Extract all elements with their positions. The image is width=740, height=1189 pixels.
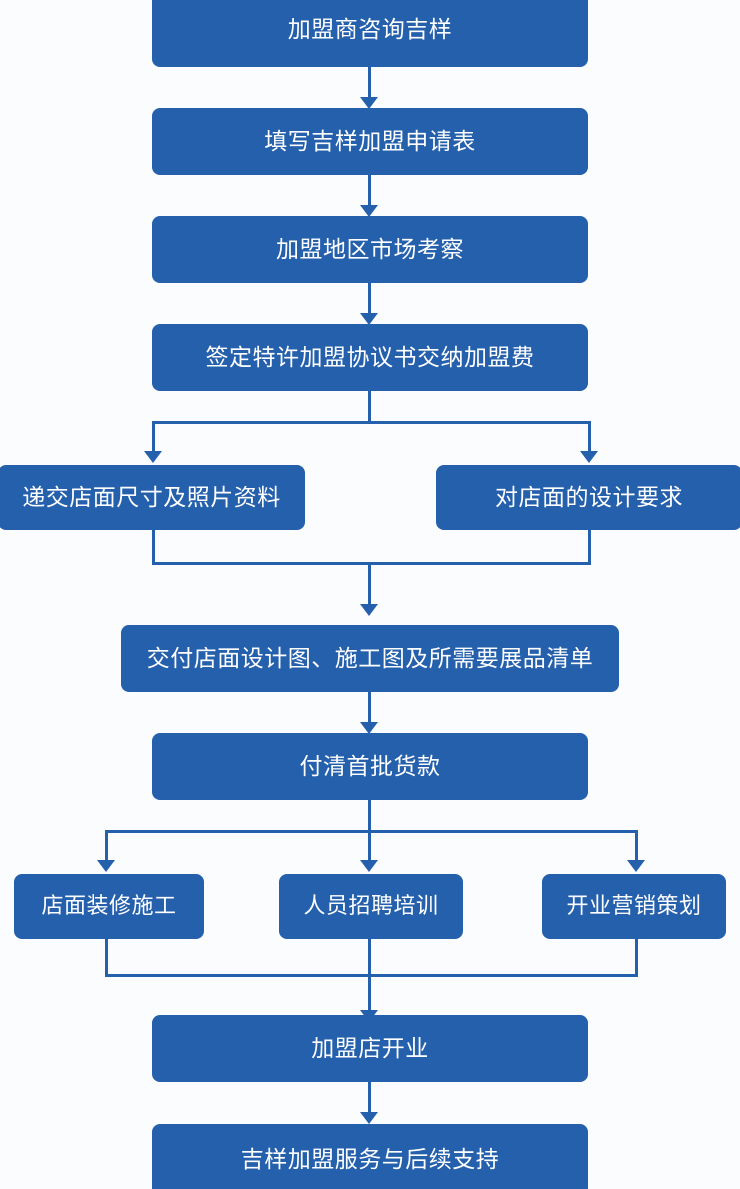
flow-node-label: 交付店面设计图、施工图及所需要展品清单 [146, 644, 594, 671]
connector-n8-to-n9 [105, 830, 108, 862]
connector-n11-merge [635, 939, 638, 977]
flow-node-n4[interactable]: 签定特许加盟协议书交纳加盟费 [152, 324, 588, 391]
arrowhead-n4-n5 [144, 451, 162, 463]
connector-n8-split-bus [105, 830, 638, 833]
connector-n4-split-stem [368, 391, 371, 424]
flow-node-n3[interactable]: 加盟地区市场考察 [152, 216, 588, 283]
connector-n10-merge [368, 939, 371, 977]
arrowhead-n2-n3 [360, 205, 378, 217]
arrowhead-n8-n11 [627, 860, 645, 872]
flow-node-n11[interactable]: 开业营销策划 [542, 874, 726, 939]
flow-node-label: 加盟店开业 [311, 1034, 429, 1061]
flow-node-label: 吉样加盟服务与后续支持 [240, 1146, 500, 1173]
arrowhead-n8-n9 [97, 860, 115, 872]
connector-n1-n2 [368, 67, 371, 99]
flow-node-n13[interactable]: 吉样加盟服务与后续支持 [152, 1124, 588, 1189]
arrowhead-n12-n13 [360, 1112, 378, 1124]
connector-n4-to-n6 [588, 421, 591, 453]
flow-node-label: 递交店面尺寸及照片资料 [22, 483, 281, 510]
connector-n8-split-stem [368, 800, 371, 833]
flow-node-label: 开业营销策划 [566, 893, 702, 919]
connector-n6-merge [588, 530, 591, 565]
flow-node-n7[interactable]: 交付店面设计图、施工图及所需要展品清单 [121, 625, 619, 692]
flow-node-label: 填写吉样加盟申请表 [264, 127, 476, 154]
connector-merge-bus-n7 [152, 562, 591, 565]
flow-node-n1[interactable]: 加盟商咨询吉样 [152, 0, 588, 67]
arrowhead-merge-n7 [360, 604, 378, 616]
connector-n9-merge [105, 939, 108, 977]
flow-node-n5[interactable]: 递交店面尺寸及照片资料 [0, 465, 305, 530]
flow-node-label: 付清首批货款 [299, 752, 441, 779]
flow-node-n6[interactable]: 对店面的设计要求 [436, 465, 740, 530]
flow-node-label: 店面装修施工 [41, 893, 177, 919]
arrowhead-n1-n2 [360, 97, 378, 109]
flow-node-n2[interactable]: 填写吉样加盟申请表 [152, 108, 588, 175]
flow-node-n10[interactable]: 人员招聘培训 [279, 874, 463, 939]
arrowhead-n4-n6 [580, 451, 598, 463]
arrowhead-n7-n8 [360, 722, 378, 734]
flow-node-label: 对店面的设计要求 [495, 483, 683, 510]
connector-n4-split-bus [152, 421, 591, 424]
flow-node-n8[interactable]: 付清首批货款 [152, 733, 588, 800]
connector-n5-merge [152, 530, 155, 565]
connector-n4-to-n5 [152, 421, 155, 453]
connector-merge-stem-n12 [368, 974, 371, 1012]
connector-n2-n3 [368, 175, 371, 207]
connector-merge-stem-n7 [368, 562, 371, 606]
connector-n12-n13 [368, 1082, 371, 1114]
connector-n3-n4 [368, 283, 371, 315]
flow-node-n9[interactable]: 店面装修施工 [14, 874, 204, 939]
flow-node-label: 加盟商咨询吉样 [287, 15, 453, 42]
flow-node-label: 人员招聘培训 [303, 893, 439, 919]
flow-node-n12[interactable]: 加盟店开业 [152, 1015, 588, 1082]
flow-node-label: 签定特许加盟协议书交纳加盟费 [205, 343, 535, 370]
arrowhead-n8-n10 [360, 860, 378, 872]
connector-n7-n8 [368, 692, 371, 724]
connector-n8-to-n11 [635, 830, 638, 862]
flow-node-label: 加盟地区市场考察 [276, 235, 464, 262]
connector-n8-to-n10 [368, 830, 371, 862]
connector-merge-bus-n12 [105, 974, 638, 977]
arrowhead-n3-n4 [360, 313, 378, 325]
